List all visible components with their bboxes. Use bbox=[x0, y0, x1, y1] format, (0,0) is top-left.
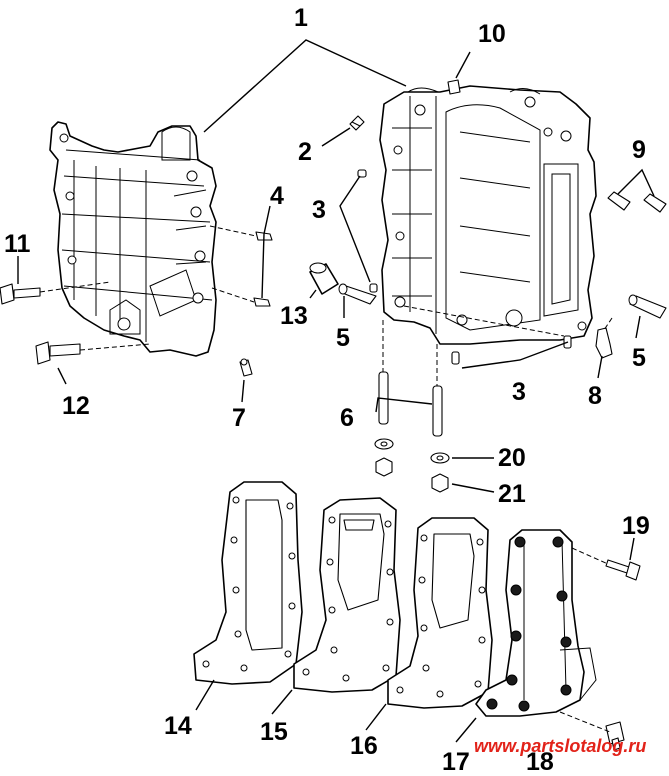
dowel-9-a[interactable] bbox=[607, 191, 631, 211]
callout-13: 13 bbox=[280, 302, 308, 330]
gasket-16[interactable] bbox=[387, 517, 493, 709]
elbow-fitting-8[interactable] bbox=[595, 327, 613, 359]
fitting-18[interactable] bbox=[605, 721, 625, 751]
callout-14: 14 bbox=[164, 712, 192, 740]
callout-1: 1 bbox=[294, 4, 308, 32]
fitting-7[interactable] bbox=[239, 358, 253, 377]
nut-21-left[interactable] bbox=[375, 457, 393, 477]
callout-labels: 1 10 2 9 4 3 11 13 5 5 12 3 8 7 6 20 21 … bbox=[4, 4, 650, 776]
nut-21-right[interactable] bbox=[431, 473, 449, 493]
callout-6: 6 bbox=[340, 404, 354, 432]
leader-lines bbox=[17, 39, 655, 743]
callout-3-upper: 3 bbox=[312, 196, 326, 224]
callout-17: 17 bbox=[442, 748, 470, 776]
bolt-12[interactable] bbox=[35, 341, 81, 365]
bolt-19[interactable] bbox=[605, 559, 641, 581]
callout-20: 20 bbox=[498, 444, 526, 472]
callout-18: 18 bbox=[526, 748, 554, 776]
callout-4: 4 bbox=[270, 182, 284, 210]
dowel-pin-3-upper[interactable] bbox=[357, 169, 367, 178]
watermark: www.partslotalog.ru bbox=[474, 736, 646, 756]
callout-12: 12 bbox=[62, 392, 90, 420]
gasket-15[interactable] bbox=[293, 497, 401, 693]
alignment-lines bbox=[39, 225, 613, 733]
callout-16: 16 bbox=[350, 732, 378, 760]
sleeve-5-right[interactable] bbox=[628, 294, 667, 319]
washer-20-left[interactable] bbox=[374, 438, 394, 450]
bushing-13[interactable] bbox=[309, 262, 339, 295]
washer-20-right[interactable] bbox=[430, 452, 450, 464]
callout-7: 7 bbox=[232, 404, 246, 432]
callout-11: 11 bbox=[4, 230, 31, 258]
callout-10: 10 bbox=[478, 20, 506, 48]
callout-9: 9 bbox=[632, 136, 646, 164]
callout-21: 21 bbox=[498, 480, 526, 508]
callout-15: 15 bbox=[260, 718, 288, 746]
sleeve-5-left[interactable] bbox=[338, 283, 377, 305]
callout-5-left: 5 bbox=[336, 324, 350, 352]
dowel-pin-3-side[interactable] bbox=[369, 283, 378, 293]
screw-2[interactable] bbox=[349, 115, 365, 131]
callout-19: 19 bbox=[622, 512, 650, 540]
callout-5-right: 5 bbox=[632, 344, 646, 372]
callout-3-lower: 3 bbox=[512, 378, 526, 406]
dowel-pin-3-lower-a[interactable] bbox=[451, 351, 460, 365]
cylinder-block[interactable] bbox=[379, 85, 597, 345]
callout-2: 2 bbox=[298, 138, 312, 166]
callout-8: 8 bbox=[588, 382, 602, 410]
exhaust-cover-17[interactable] bbox=[475, 529, 597, 717]
bolt-11[interactable] bbox=[0, 283, 41, 305]
stud-4-lower[interactable] bbox=[253, 297, 271, 307]
gasket-14[interactable] bbox=[193, 481, 303, 685]
dowel-9-b[interactable] bbox=[643, 193, 667, 213]
crankcase-left-half[interactable] bbox=[49, 121, 217, 357]
pin-6-right[interactable] bbox=[432, 385, 443, 437]
plug-10[interactable] bbox=[447, 79, 461, 95]
